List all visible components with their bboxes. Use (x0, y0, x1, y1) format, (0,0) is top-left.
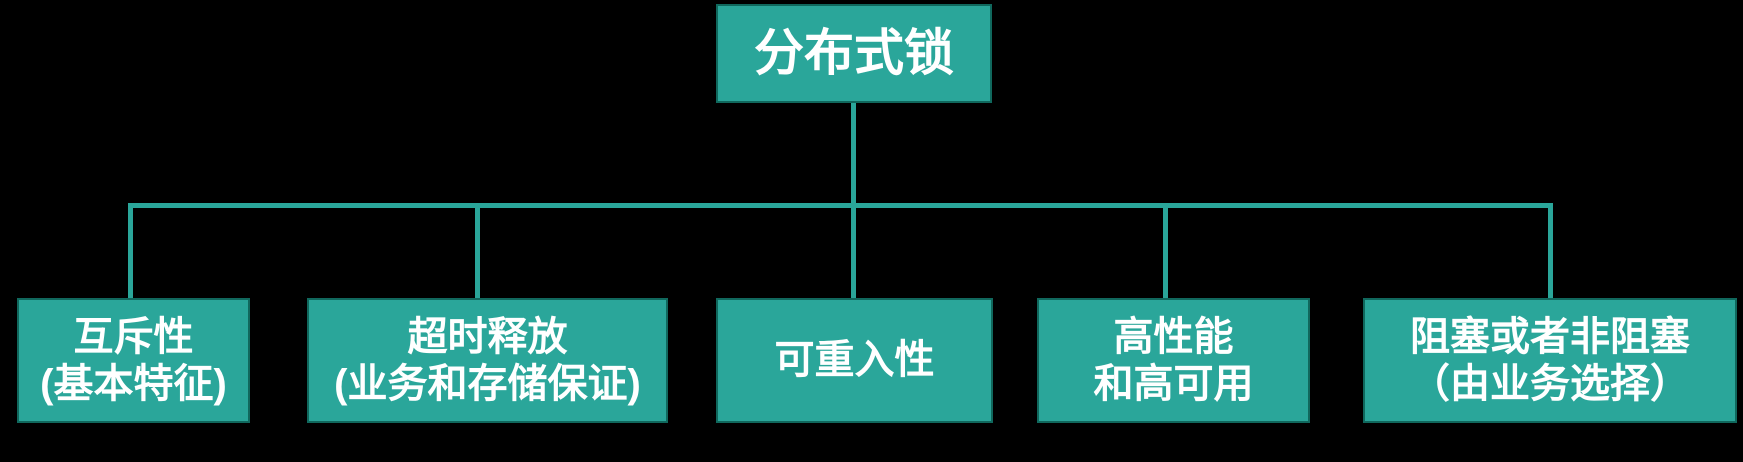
child-node-reentrancy: 可重入性 (716, 298, 993, 423)
child-node-label: 阻塞或者非阻塞 （由业务选择） (1410, 314, 1690, 406)
child-node-label: 超时释放 (业务和存储保证) (334, 314, 641, 406)
child-node-label: 可重入性 (774, 338, 935, 383)
root-node-distributed-lock: 分布式锁 (716, 4, 992, 103)
child-node-label: 互斥性 (基本特征) (40, 314, 227, 406)
child-node-high-performance-availability: 高性能 和高可用 (1037, 298, 1310, 423)
connector-horizontal-rail (128, 203, 1553, 208)
child-node-timeout-release: 超时释放 (业务和存储保证) (307, 298, 668, 423)
root-node-label: 分布式锁 (754, 25, 954, 81)
connector-stem-performance (1163, 203, 1168, 298)
child-node-label: 高性能 和高可用 (1093, 314, 1254, 406)
connector-stem-mutual-exclusion (128, 203, 133, 298)
connector-stem-reentrancy (851, 203, 856, 298)
connector-stem-blocking (1548, 203, 1553, 298)
connector-stem-timeout-release (475, 203, 480, 298)
child-node-blocking-or-nonblocking: 阻塞或者非阻塞 （由业务选择） (1363, 298, 1737, 423)
child-node-mutual-exclusion: 互斥性 (基本特征) (17, 298, 250, 423)
connector-root-stem (851, 101, 856, 206)
